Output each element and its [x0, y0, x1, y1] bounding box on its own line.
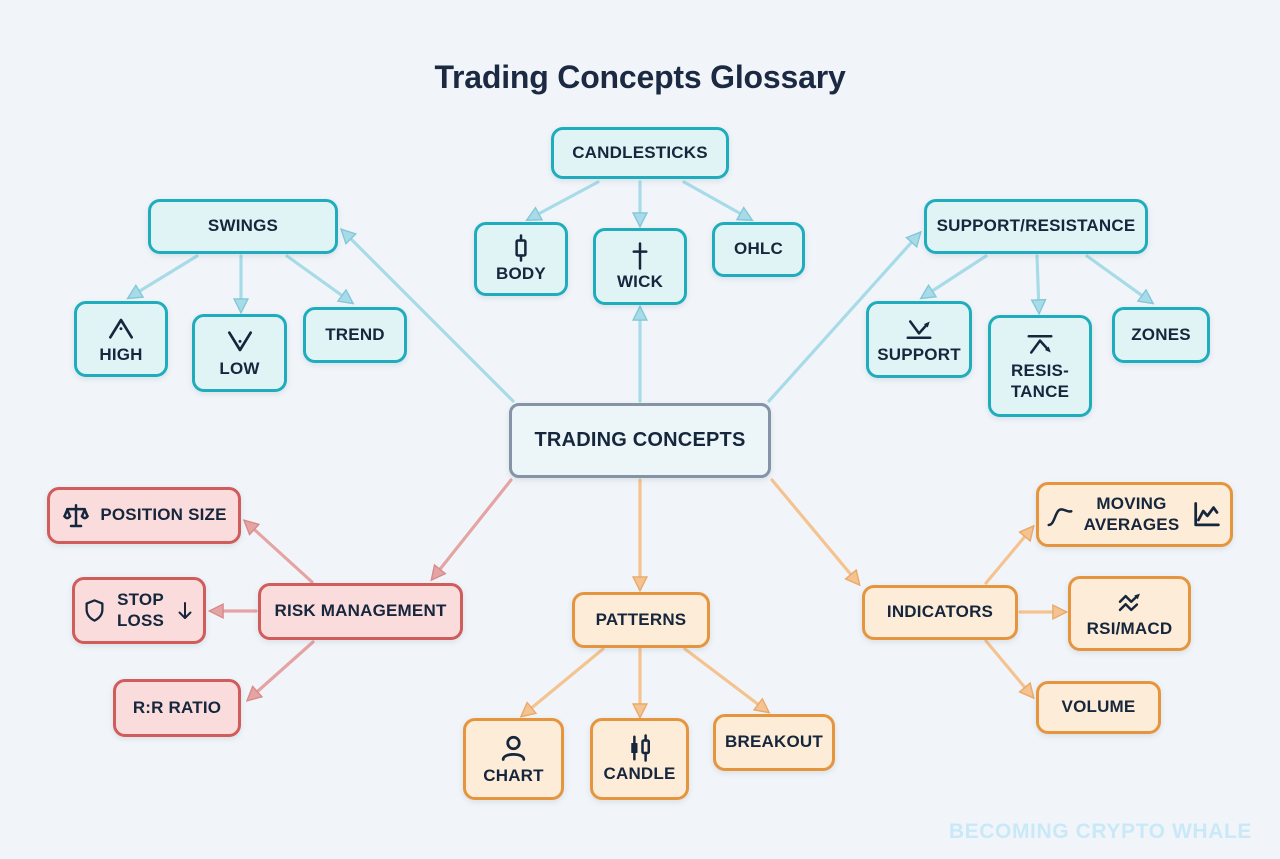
- node-candle-label: CANDLE: [603, 764, 676, 784]
- node-low: LOW: [192, 314, 287, 392]
- node-risk_management: RISK MANAGEMENT: [258, 583, 463, 640]
- support-bounce-icon: [904, 314, 934, 344]
- node-stop_loss: STOP LOSS: [72, 577, 206, 644]
- node-patterns-label: PATTERNS: [595, 609, 687, 629]
- node-trading_concepts: TRADING CONCEPTS: [509, 403, 771, 478]
- edge-support_resistance-zones: [1085, 254, 1151, 302]
- node-indicators-label: INDICATORS: [886, 602, 994, 622]
- node-ohlc-label: OHLC: [734, 239, 783, 259]
- swing-high-icon: [104, 312, 138, 344]
- node-position_size-label: POSITION SIZE: [100, 505, 227, 525]
- edge-trading_concepts-indicators: [770, 478, 858, 583]
- node-stop_loss-label: STOP LOSS: [116, 590, 165, 630]
- edge-patterns-breakout: [683, 647, 767, 711]
- resistance-reject-icon: [1025, 330, 1055, 360]
- edge-indicators-moving_averages: [984, 528, 1032, 585]
- edge-trading_concepts-risk_management: [433, 478, 513, 578]
- edge-candlesticks-body: [529, 180, 600, 219]
- edge-indicators-volume: [984, 639, 1032, 696]
- node-candlesticks: CANDLESTICKS: [551, 127, 729, 179]
- node-breakout-label: BREAKOUT: [725, 732, 823, 752]
- node-rr_ratio: R:R RATIO: [113, 679, 241, 737]
- edge-patterns-chart: [523, 647, 605, 715]
- node-zones: ZONES: [1112, 307, 1210, 363]
- edge-support_resistance-support: [923, 254, 988, 297]
- edge-candlesticks-ohlc: [682, 180, 750, 219]
- watermark: BECOMING CRYPTO WHALE: [948, 820, 1252, 843]
- node-chart-label: CHART: [483, 765, 544, 785]
- node-low-label: LOW: [219, 359, 260, 379]
- page-title: Trading Concepts Glossary: [434, 59, 846, 96]
- scale-icon: [61, 501, 91, 531]
- candle-pair-icon: [625, 733, 655, 763]
- node-trend-label: TREND: [325, 324, 385, 344]
- node-high-label: HIGH: [99, 345, 143, 365]
- node-candle: CANDLE: [590, 718, 689, 800]
- node-swings: SWINGS: [148, 199, 338, 254]
- node-volume-label: VOLUME: [1061, 697, 1136, 717]
- node-indicators: INDICATORS: [862, 585, 1018, 640]
- node-position_size: POSITION SIZE: [47, 487, 241, 544]
- node-resistance: RESIS- TANCE: [988, 315, 1092, 417]
- node-breakout: BREAKOUT: [713, 714, 835, 771]
- candle-body-icon: [506, 233, 536, 263]
- edge-risk_management-rr_ratio: [249, 640, 315, 699]
- node-patterns: PATTERNS: [572, 592, 710, 648]
- node-rsi_macd: RSI/MACD: [1068, 576, 1191, 651]
- edge-swings-high: [130, 254, 199, 297]
- node-risk_management-label: RISK MANAGEMENT: [274, 601, 447, 621]
- edge-swings-trend: [285, 254, 351, 302]
- head-shoulders-icon: [497, 732, 530, 765]
- node-zones-label: ZONES: [1131, 324, 1191, 344]
- node-swings-label: SWINGS: [207, 216, 279, 236]
- node-support: SUPPORT: [866, 301, 972, 378]
- node-chart: CHART: [463, 718, 564, 800]
- ma-curve-icon: [1045, 500, 1075, 530]
- edge-trading_concepts-support_resistance: [767, 234, 919, 403]
- node-resistance-label: RESIS- TANCE: [1010, 361, 1070, 401]
- node-wick: WICK: [593, 228, 687, 305]
- node-support_resistance: SUPPORT/RESISTANCE: [924, 199, 1148, 254]
- shield-icon: [81, 596, 108, 625]
- line-chart-icon: [1188, 498, 1224, 531]
- node-support-label: SUPPORT: [877, 344, 961, 364]
- edge-trading_concepts-swings: [343, 231, 515, 403]
- node-volume: VOLUME: [1036, 681, 1161, 734]
- edge-risk_management-position_size: [246, 522, 314, 584]
- node-moving_averages-label: MOVING AVERAGES: [1083, 494, 1180, 534]
- edge-support_resistance-resistance: [1037, 254, 1039, 311]
- node-body-label: BODY: [496, 264, 546, 284]
- node-rr_ratio-label: R:R RATIO: [132, 697, 222, 717]
- node-body: BODY: [474, 222, 568, 296]
- node-support_resistance-label: SUPPORT/RESISTANCE: [936, 216, 1136, 236]
- oscillator-wave-icon: [1113, 588, 1147, 618]
- node-high: HIGH: [74, 301, 168, 377]
- node-wick-label: WICK: [616, 271, 664, 291]
- node-moving_averages: MOVING AVERAGES: [1036, 482, 1233, 547]
- node-ohlc: OHLC: [712, 222, 805, 277]
- candle-wick-icon: [625, 241, 655, 271]
- node-candlesticks-label: CANDLESTICKS: [572, 142, 708, 162]
- node-trading_concepts-label: TRADING CONCEPTS: [534, 428, 746, 451]
- node-trend: TREND: [303, 307, 407, 363]
- node-rsi_macd-label: RSI/MACD: [1086, 618, 1173, 638]
- swing-low-icon: [223, 326, 257, 358]
- down-arrow-icon: [173, 598, 197, 624]
